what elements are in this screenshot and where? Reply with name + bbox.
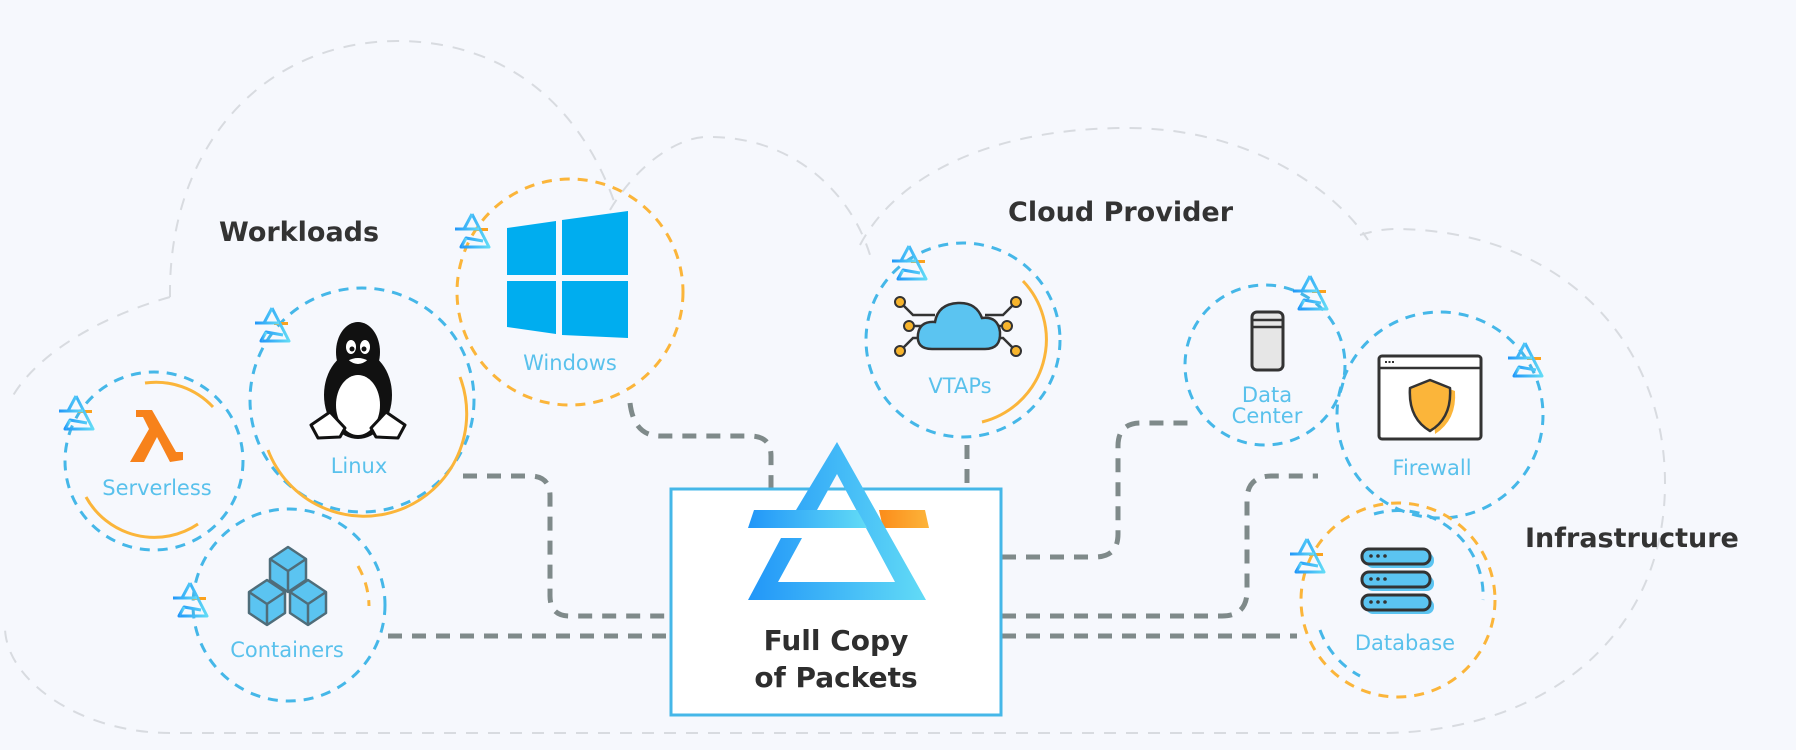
connector-data-center xyxy=(1002,420,1192,560)
lambda-icon xyxy=(130,410,183,462)
node-database[interactable]: Database xyxy=(1288,501,1497,699)
cubes-icon xyxy=(247,545,328,627)
cloud-outline-cloud-provider xyxy=(859,126,1369,246)
group-title-cloud-provider: Cloud Provider xyxy=(1008,197,1234,228)
connector-linux xyxy=(463,473,670,619)
logo-triangle-icon xyxy=(748,442,929,600)
node-firewall[interactable]: Firewall xyxy=(1335,310,1545,520)
cloud-outline-middle xyxy=(609,135,871,256)
database-stack-icon xyxy=(1360,547,1434,614)
center-box-title-line2: of Packets xyxy=(754,661,917,694)
node-label-line1: Data xyxy=(1242,383,1292,407)
group-title-workloads: Workloads xyxy=(219,217,379,248)
node-label: Serverless xyxy=(102,476,212,500)
node-data-center[interactable]: Data Center xyxy=(1183,274,1347,447)
node-containers[interactable]: Containers xyxy=(171,507,387,703)
cloud-outline-workloads xyxy=(168,39,617,298)
node-ring xyxy=(1335,310,1545,520)
cloud-outline-bottom xyxy=(4,626,1380,734)
node-accent-arc xyxy=(356,565,371,607)
cloud-outline-right xyxy=(1359,227,1667,734)
node-label: Linux xyxy=(331,454,388,478)
node-accent-arc xyxy=(144,380,215,409)
background-cloud-outline xyxy=(4,39,1667,734)
node-accent-arc xyxy=(266,376,469,518)
node-accent-arc xyxy=(981,279,1048,424)
node-vtaps[interactable]: VTAPs xyxy=(864,241,1062,439)
node-label: Windows xyxy=(523,351,617,375)
mini-logo-icon xyxy=(253,306,291,343)
center-box-title-line1: Full Copy xyxy=(764,624,909,657)
node-label: Firewall xyxy=(1392,456,1471,480)
connector-windows xyxy=(627,402,774,488)
node-ring xyxy=(864,241,1062,439)
mini-logo-icon xyxy=(890,244,928,281)
mini-logo-icon xyxy=(1291,274,1329,311)
node-label: Containers xyxy=(230,638,344,662)
node-accent-arc xyxy=(1373,509,1485,601)
connectors xyxy=(388,402,1318,639)
center-box-full-copy-of-packets[interactable]: Full Copy of Packets xyxy=(669,442,1003,717)
server-tower-icon xyxy=(1250,310,1285,372)
node-ring xyxy=(1299,501,1497,699)
node-ring xyxy=(455,177,685,407)
cloud-outline-left xyxy=(8,296,171,404)
node-accent-arc xyxy=(84,496,199,539)
node-ring xyxy=(63,370,245,552)
node-label: Database xyxy=(1355,631,1455,655)
node-label: VTAPs xyxy=(928,374,991,398)
node-ring xyxy=(248,286,476,514)
cloud-network-icon xyxy=(894,296,1022,357)
node-ring xyxy=(191,507,387,703)
node-label-line2: Center xyxy=(1232,404,1303,428)
mini-logo-icon xyxy=(171,581,209,618)
node-accent-arc xyxy=(1318,629,1361,678)
connector-firewall xyxy=(1002,473,1318,619)
shield-window-icon xyxy=(1377,354,1483,441)
group-title-infrastructure: Infrastructure xyxy=(1525,523,1739,554)
windows-logo-icon xyxy=(507,211,628,338)
node-ring xyxy=(1183,283,1347,447)
node-linux[interactable]: Linux xyxy=(248,286,476,518)
node-windows[interactable]: Windows xyxy=(453,177,685,407)
tux-penguin-icon xyxy=(309,322,407,440)
mini-logo-icon xyxy=(1506,341,1544,378)
node-serverless[interactable]: Serverless xyxy=(57,370,245,552)
